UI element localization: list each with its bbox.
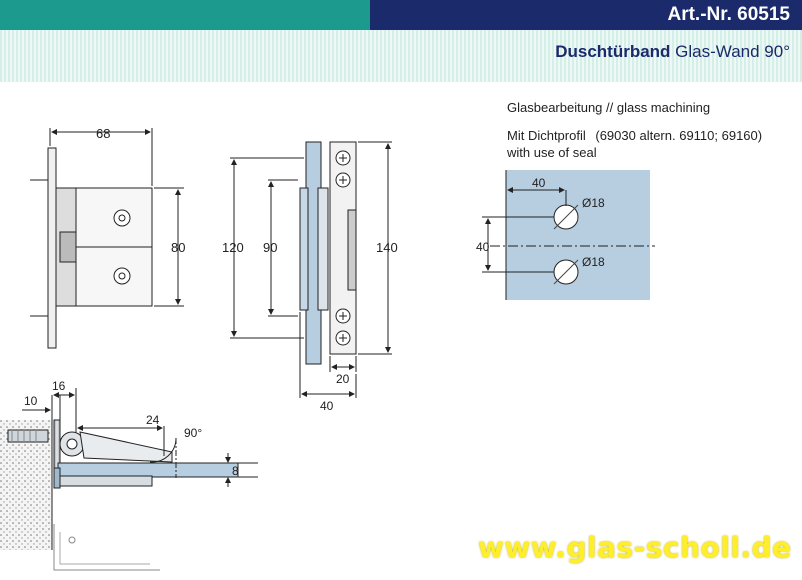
website-url[interactable]: www.glas-scholl.de (478, 531, 792, 564)
header-stripes (0, 30, 802, 82)
angle-90: 90° (184, 426, 202, 440)
front-view (30, 128, 184, 349)
dim-120: 120 (222, 240, 244, 255)
dim-10: 10 (24, 394, 38, 408)
dim-40-glass-x: 40 (532, 176, 546, 190)
glass-machining-view (482, 170, 655, 300)
dim-80: 80 (171, 240, 185, 255)
product-variant: Glas-Wand 90° (675, 42, 790, 61)
dim-16: 16 (52, 379, 66, 393)
dim-140: 140 (376, 240, 398, 255)
side-view (230, 141, 392, 398)
header-band-navy (370, 0, 802, 30)
hole-bottom: Ø18 (582, 255, 605, 269)
dim-40-glass-y: 40 (476, 240, 490, 254)
glass-machining-label: Glasbearbeitung // glass machining (507, 100, 711, 115)
dim-20: 20 (336, 372, 350, 386)
dim-68: 68 (96, 126, 110, 141)
article-number: Art.-Nr. 60515 (667, 4, 790, 25)
seal-alternatives: (69030 altern. 69110; 69160) (595, 128, 763, 143)
product-name: Duschtürband (555, 42, 671, 61)
product-title: Duschtürband Glas-Wand 90° (555, 42, 790, 62)
dim-40-side: 40 (320, 399, 334, 413)
hole-top: Ø18 (582, 196, 605, 210)
dim-8: 8 (232, 464, 239, 478)
seal-note-de: Mit Dichtprofil (507, 128, 586, 143)
seal-note-en: with use of seal (507, 145, 597, 160)
dim-90: 90 (263, 240, 277, 255)
header-band-teal (0, 0, 370, 30)
dim-24: 24 (146, 413, 160, 427)
top-view (0, 388, 258, 571)
seal-note-line1: Mit Dichtprofil (69030 altern. 69110; 69… (507, 128, 762, 143)
